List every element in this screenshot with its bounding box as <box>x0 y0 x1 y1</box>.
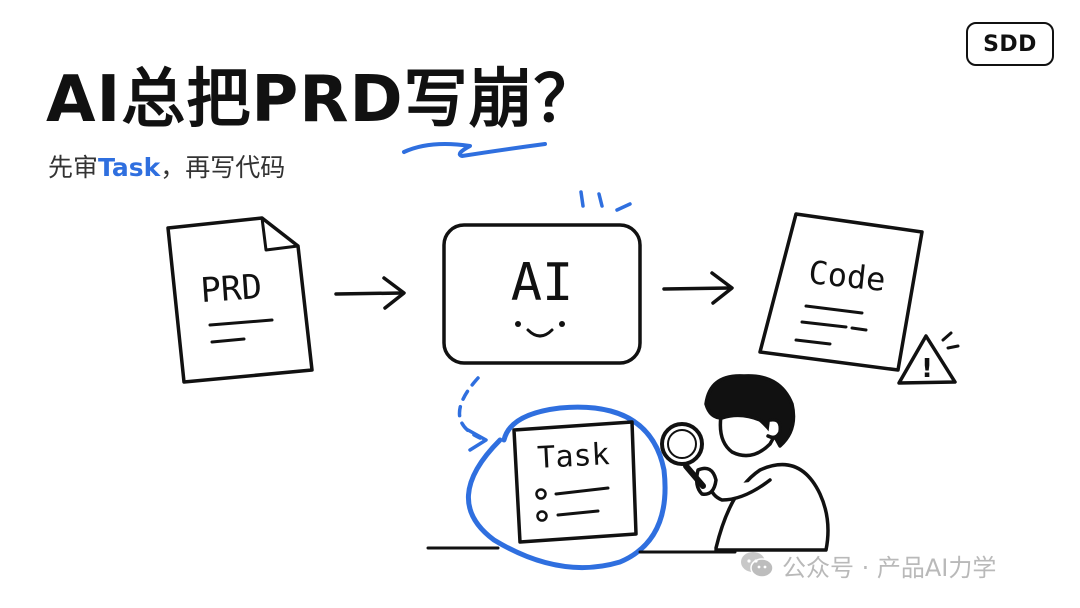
wechat-icon <box>741 552 774 578</box>
subtitle-pre: 先审 <box>48 153 99 182</box>
task-card: Task <box>512 420 638 544</box>
task-label: Task <box>537 437 611 476</box>
watermark-text: 公众号 · 产品AI力学 <box>782 553 997 582</box>
watermark: 公众号 · 产品AI力学 <box>740 548 996 582</box>
person-ear <box>766 418 783 440</box>
arrow-ai-to-task <box>457 376 488 452</box>
subtitle-post: ，再写代码 <box>160 153 286 182</box>
magnifying-glass-icon <box>660 422 706 489</box>
code-label: Code <box>807 253 888 299</box>
sdd-badge: SDD <box>966 22 1054 66</box>
page-subtitle: 先审Task，再写代码 <box>48 150 285 186</box>
sdd-badge-label: SDD <box>983 31 1037 57</box>
ground-line <box>426 546 737 554</box>
ai-label: AI <box>511 253 574 313</box>
ai-face-smile <box>526 328 554 338</box>
prd-document: PRD <box>166 216 314 384</box>
ai-face-eye-right <box>559 321 565 327</box>
prd-label: PRD <box>199 267 263 311</box>
ai-box: AI <box>442 223 642 365</box>
page-title: AI总把PRD写崩？ <box>46 63 599 137</box>
arrow-prd-to-ai <box>334 276 406 310</box>
subtitle-accent: Task <box>98 153 161 182</box>
task-highlight-loop <box>466 404 668 571</box>
arrow-ai-to-code <box>662 271 734 305</box>
ai-spark-marks <box>579 190 632 212</box>
warning-mark: ! <box>921 354 933 384</box>
code-document: Code <box>758 212 924 372</box>
reviewer-person <box>694 374 830 552</box>
warning-icon: ! <box>897 331 960 385</box>
person-torso <box>714 462 830 552</box>
title-squiggle <box>402 142 547 158</box>
ai-face-eye-left <box>515 321 521 327</box>
